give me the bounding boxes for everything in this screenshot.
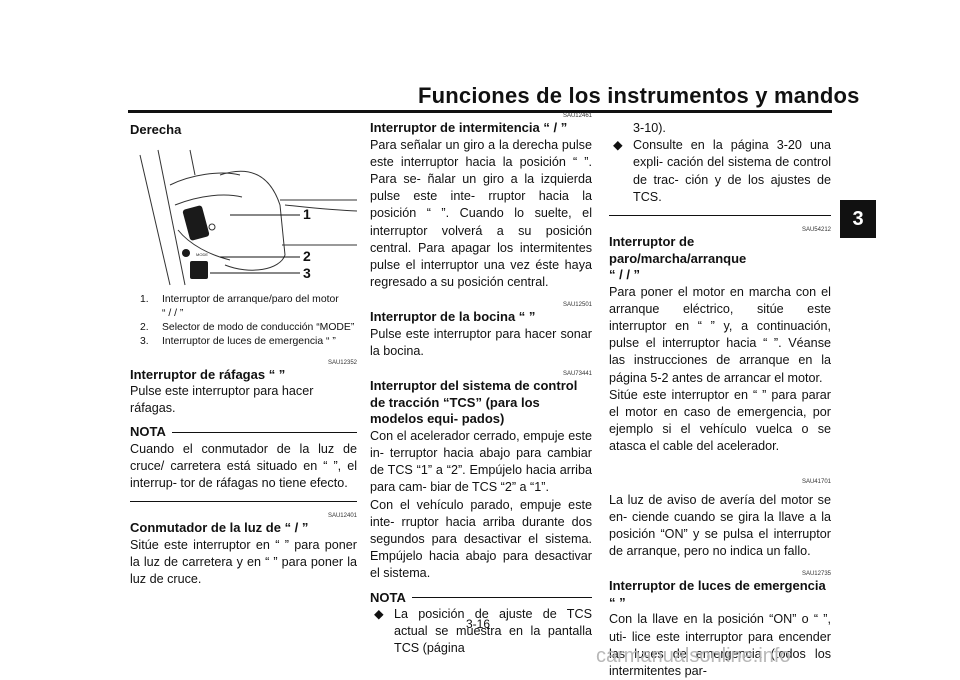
page-header-title: Funciones de los instrumentos y mandos [418,83,860,108]
callout-1: 1 [303,205,311,222]
caption-num-2: 2. [140,321,149,333]
caption-item-3: Interruptor de luces de emergencia “ ” [162,335,336,347]
handlebar-switch-illustration: MODE [139,149,358,285]
ref-code: SAU41701 [801,478,831,485]
bullet-item: ◆ La posición de ajuste de TCS actual se… [370,606,592,658]
bullet-item: ◆ Consulte en la página 3-20 una expli- … [609,137,831,206]
mode-text: MODE [196,252,208,257]
handlebar-figure: MODE 1 2 3 [130,145,358,287]
ref-code: SAU12501 [562,302,592,309]
bullet-diamond-icon: ◆ [613,138,623,153]
column-right: 3-10). ◆ Consulte en la página 3-20 una … [609,120,831,680]
heading-conmutador-luz: Conmutador de la luz de “ / ” [130,520,309,536]
bullet-continuation: 3-10). [633,121,666,135]
header-rule [128,110,832,113]
heading-paro-marcha-symbols: “ / / ” [609,267,641,283]
nota-box: NOTA [130,423,357,440]
paragraph-paro: Sitúe este interruptor en “ ” para parar… [609,387,831,454]
ref-code: SAU12461 [562,113,592,119]
ref-code: SAU73441 [562,371,592,378]
heading-tcs: Interruptor del sistema de control de tr… [370,378,578,427]
paragraph-arranque: Para poner el motor en marcha con el arr… [609,284,831,385]
ref-code: SAU54212 [801,227,831,234]
nota-label: NOTA [130,424,166,440]
caption-item-1-symbols: “ / / ” [162,307,184,319]
paragraph-tcs-2: Con el vehículo parado, empuje este inte… [370,497,592,581]
ref-code: SAU12352 [327,359,357,366]
callout-3: 3 [303,264,311,281]
bullet-text: La posición de ajuste de TCS actual se m… [394,606,592,656]
chapter-tab: 3 [840,200,876,238]
column-middle: SAU12461 Interruptor de intermitencia “ … [370,112,592,657]
bullet-text: Consulte en la página 3-20 una expli- ca… [633,138,831,204]
caption-item-2: Selector de modo de conducción “MODE” [162,321,355,333]
section-heading-derecha: Derecha [130,122,182,137]
nota-end-rule [130,501,357,503]
heading-rafagas: Interruptor de ráfagas “ ” [130,366,286,382]
nota-box: NOTA [370,589,592,606]
caption-item-1: Interruptor de arranque/paro del motor [162,293,339,305]
page-number: 3-16 [466,617,491,631]
paragraph-tcs-1: Con el acelerador cerrado, empuje este i… [370,428,592,495]
paragraph-emergencia: Con la llave en la posición “ON” o “ ”, … [609,612,831,678]
heading-emergencia: Interruptor de luces de emergencia “ ” [609,578,826,610]
heading-bocina: Interruptor de la bocina “ ” [370,309,536,325]
caption-num-3: 3. [140,335,149,347]
paragraph-rafagas: Pulse este interruptor para hacer ráfaga… [130,384,314,416]
nota-label: NOTA [370,589,406,605]
paragraph-conmutador-luz: Sitúe este interruptor en “ ” para poner… [130,537,357,587]
heading-paro-marcha: Interruptor de paro/marcha/arranque [609,234,747,266]
paragraph-aviso-averia: La luz de aviso de avería del motor se e… [609,492,831,559]
caption-num-1: 1. [140,293,149,305]
heading-intermitencia: Interruptor de intermitencia “ / ” [370,120,568,135]
bullet-diamond-icon: ◆ [374,606,384,621]
figure-caption: 1. Interruptor de arranque/paro del motor… [140,293,357,349]
callout-2: 2 [303,247,311,264]
paragraph-bocina: Pulse este interruptor para hacer sonar … [370,326,592,359]
column-left: Derecha MODE 1 2 [130,122,358,588]
paragraph-intermitencia: Para señalar un giro a la derecha pulse … [370,137,592,290]
watermark: carmanualsonline.info [596,645,791,667]
ref-code: SAU12735 [801,571,831,578]
nota-end-rule [609,215,831,217]
ref-code: SAU12401 [327,513,357,520]
nota-text: Cuando el conmutador de la luz de cruce/… [130,441,357,491]
